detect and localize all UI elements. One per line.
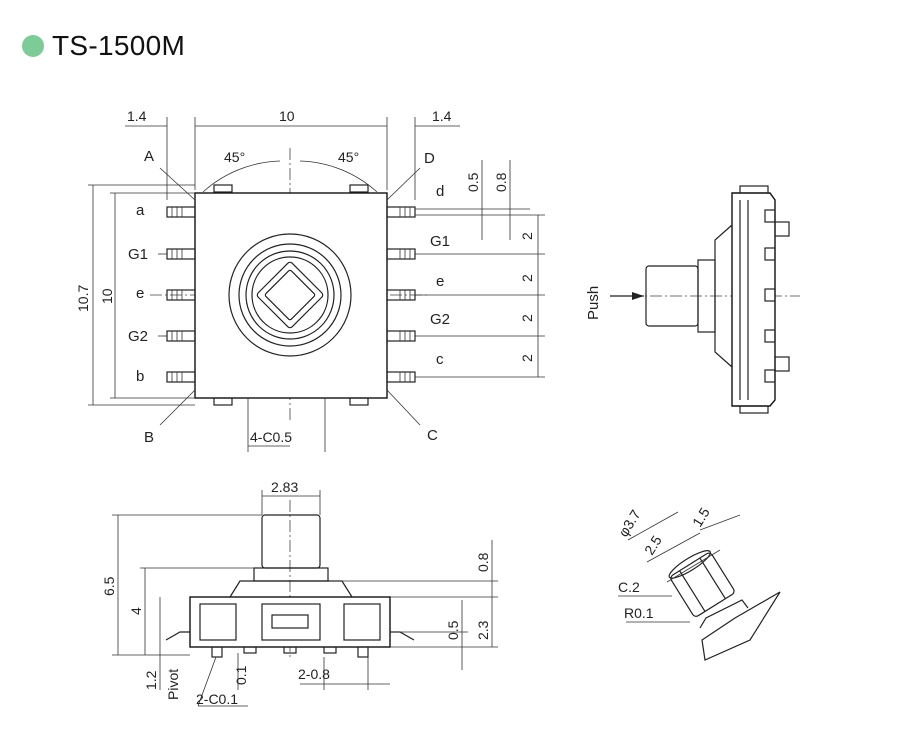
dim-angle-right: 45° xyxy=(338,149,359,165)
corner-label-c: C xyxy=(427,427,438,444)
right-pin-set xyxy=(386,206,416,383)
dim-side-left: 1.4 xyxy=(127,108,147,124)
dim-pin-width-2: 0.8 xyxy=(493,172,509,192)
front-housing xyxy=(189,596,391,648)
side-shaft xyxy=(645,265,699,327)
knob-inner-ring xyxy=(251,256,329,334)
dim-pitch: 2 xyxy=(519,314,535,322)
pin-label: G1 xyxy=(430,233,450,250)
push-label: Push xyxy=(585,286,602,320)
pin-label: b xyxy=(136,368,144,385)
dim-width: 10 xyxy=(279,108,295,124)
corner-label-d: D xyxy=(424,150,435,167)
dim-diameter: φ3.7 xyxy=(615,507,644,540)
pin-label: c xyxy=(436,351,444,368)
dim-c2: C.2 xyxy=(618,579,640,595)
dim-pitch: 2 xyxy=(519,354,535,362)
dim-pin-pitch: 2-0.8 xyxy=(298,666,330,682)
housing-tab xyxy=(213,397,233,406)
dim-total-height: 6.5 xyxy=(101,576,117,596)
pin-label: G1 xyxy=(128,246,148,263)
dim-chamfer-front: 2-C0.1 xyxy=(196,691,238,707)
corner-label-b: B xyxy=(144,429,154,446)
shaft-square xyxy=(256,261,324,329)
detail-view: φ3.7 2.5 1.5 C.2 R0.1 xyxy=(615,504,781,661)
housing-tab xyxy=(349,184,369,193)
dim-angle-left: 45° xyxy=(224,149,245,165)
dim-height-inner: 10 xyxy=(99,288,115,304)
dim-pin-offset: 0.5 xyxy=(445,620,461,640)
dim-chamfer: 4-C0.5 xyxy=(250,429,292,445)
dim-pitch: 2 xyxy=(519,274,535,282)
dim-gap: 0.1 xyxy=(233,665,249,685)
knob-outer-ring xyxy=(228,233,352,357)
header: TS-1500M xyxy=(22,26,185,66)
pin-label: e xyxy=(436,273,444,290)
switch-body-outline xyxy=(194,192,388,399)
pin-label: a xyxy=(136,202,145,219)
dim-base-height: 2.3 xyxy=(475,620,491,640)
detail-base xyxy=(701,591,781,661)
pin-label: e xyxy=(136,285,144,302)
front-shaft xyxy=(261,514,321,569)
dim-pitch: 2 xyxy=(519,232,535,240)
dim-r01: R0.1 xyxy=(624,605,654,621)
dim-1-5: 1.5 xyxy=(689,504,713,529)
front-view: 2.83 6.5 4 1.2 Pivot 0.1 2-0.8 2-C0.1 0.… xyxy=(101,479,498,707)
side-housing xyxy=(731,192,776,407)
bullet-dot-icon xyxy=(22,35,44,57)
pin-label: d xyxy=(436,183,444,200)
dim-pivot-height: 1.2 xyxy=(143,670,159,690)
shaft-square-inner xyxy=(264,269,316,321)
page-title: TS-1500M xyxy=(52,30,186,61)
knob-ring xyxy=(245,250,335,340)
detail-shaft xyxy=(670,552,735,617)
top-view: a G1 e G2 b d G1 e G2 c 1.4 10 1.4 45° 4… xyxy=(75,108,545,452)
pivot-label: Pivot xyxy=(165,669,181,700)
dim-body-height: 4 xyxy=(128,607,144,615)
dim-shaft-width: 2.83 xyxy=(271,479,298,495)
side-view: Push xyxy=(585,185,800,414)
corner-label-a: A xyxy=(144,148,154,165)
dim-side-right: 1.4 xyxy=(432,108,452,124)
left-pin-set xyxy=(166,206,196,383)
pin-label: G2 xyxy=(128,328,148,345)
dim-top-height: 0.8 xyxy=(475,552,491,572)
knob-ring xyxy=(238,243,342,347)
housing-tab xyxy=(349,397,369,406)
housing-tab xyxy=(213,184,233,193)
dim-pin-width-1: 0.5 xyxy=(465,172,481,192)
dim-height-outer: 10.7 xyxy=(75,285,91,312)
pin-label: G2 xyxy=(430,311,450,328)
